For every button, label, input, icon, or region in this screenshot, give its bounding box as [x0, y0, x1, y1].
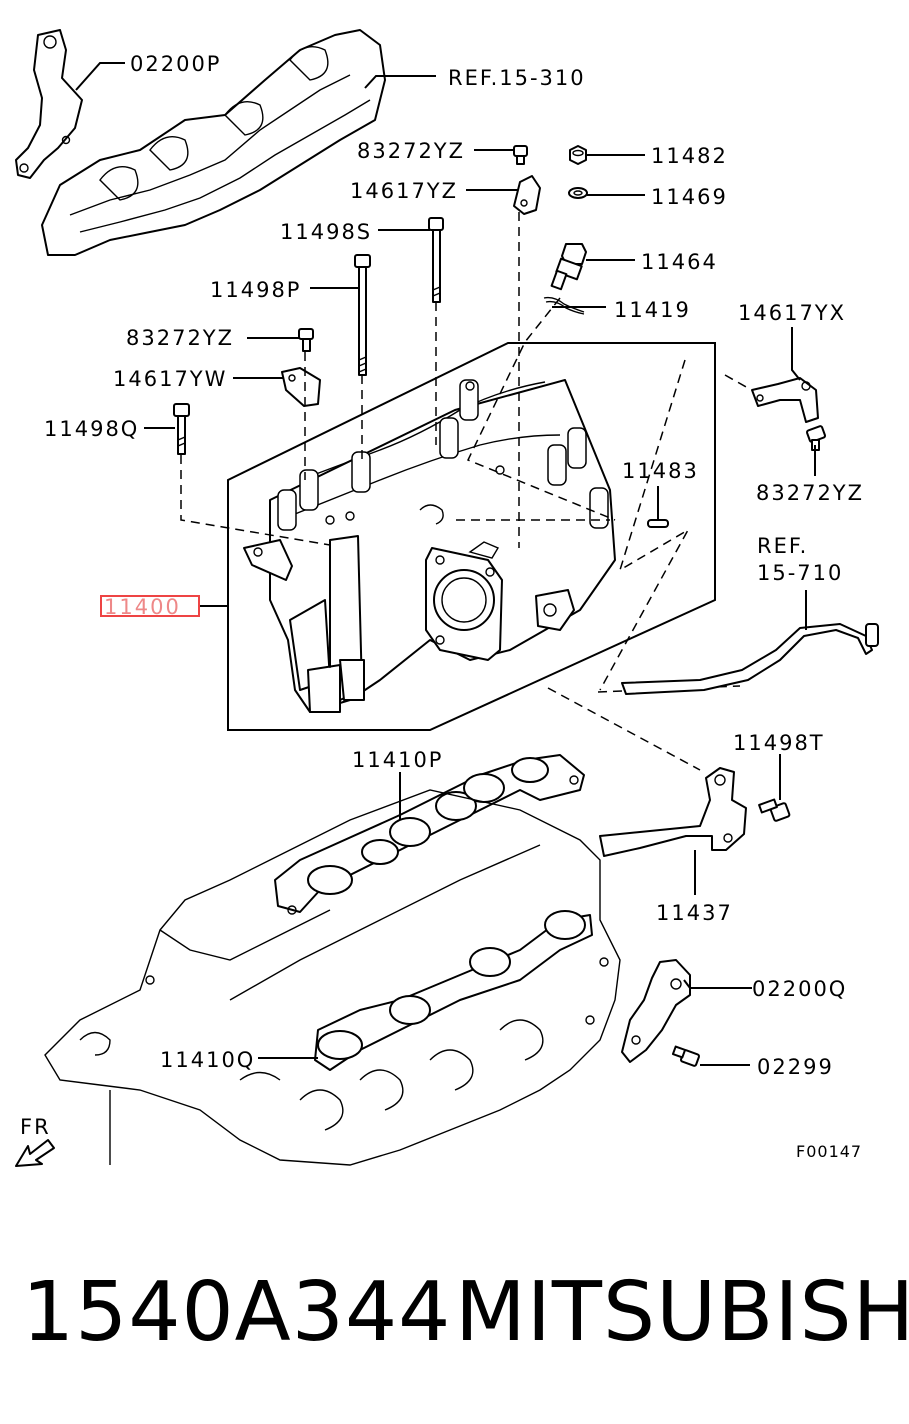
- callout-83272yz-right: 83272YZ: [756, 481, 864, 505]
- callout-11498s: 11498S: [280, 220, 372, 244]
- callout-11437: 11437: [656, 901, 733, 925]
- intake-manifold-11400: [243, 379, 616, 713]
- callout-11482: 11482: [651, 144, 728, 168]
- sensor-11464: [550, 243, 587, 291]
- callout-ref-15-710-a: REF.: [757, 534, 808, 558]
- bolt-83272yz-top: [513, 145, 528, 165]
- callout-02200p: 02200P: [130, 52, 221, 76]
- callout-83272yz-top: 83272YZ: [357, 139, 465, 163]
- bracket-14617yx: [751, 377, 819, 423]
- callout-11483: 11483: [622, 459, 699, 483]
- callout-14617yx: 14617YX: [738, 301, 846, 325]
- bracket-11437: [599, 767, 747, 857]
- fr-label: FR: [20, 1115, 51, 1139]
- bolt-11498t: [758, 798, 791, 822]
- bolt-02299: [671, 1045, 701, 1067]
- callout-11498p: 11498P: [210, 278, 301, 302]
- callout-11400-highlight[interactable]: 11400: [100, 595, 200, 619]
- pin-11483: [647, 519, 669, 528]
- gasket-11410q: [314, 910, 593, 1071]
- callout-11410q: 11410Q: [160, 1048, 255, 1072]
- bracket-14617yw: [281, 367, 321, 407]
- part-number: 1540A344: [22, 1265, 451, 1360]
- bracket-14617yz: [513, 175, 541, 215]
- callout-11464: 11464: [641, 250, 718, 274]
- hose-ref-15-710: [621, 590, 879, 695]
- bolt-11498s: [428, 217, 444, 303]
- callout-14617yw: 14617YW: [113, 367, 227, 391]
- front-direction-arrow: [15, 1139, 55, 1167]
- gasket-11410p: [274, 754, 585, 915]
- washer-11469: [568, 187, 588, 199]
- callout-11498t: 11498T: [733, 731, 825, 755]
- callout-83272yz-mid: 83272YZ: [126, 326, 234, 350]
- callout-11419: 11419: [614, 298, 691, 322]
- callout-ref-15-310: REF.15-310: [448, 66, 586, 90]
- callout-11410p: 11410P: [352, 748, 443, 772]
- brand-name: MITSUBISHI: [455, 1265, 909, 1360]
- callout-02200q: 02200Q: [752, 977, 847, 1001]
- bracket-02200p: [15, 29, 83, 179]
- nut-11482: [569, 145, 587, 165]
- bracket-02200q: [621, 959, 691, 1063]
- leader-lines: [75, 62, 816, 1066]
- bolt-83272yz-mid: [298, 328, 314, 352]
- exhaust-manifold-heat-shield: [41, 29, 386, 256]
- cylinder-head-block: [44, 789, 621, 1166]
- bolt-11498p: [354, 254, 371, 376]
- bolt-11498q: [173, 403, 190, 455]
- figure-code: F00147: [796, 1142, 862, 1161]
- callout-11400: 11400: [104, 595, 181, 619]
- intake-manifold-frame: [227, 342, 716, 731]
- callout-11469: 11469: [651, 185, 728, 209]
- callout-ref-15-710-b: 15-710: [757, 561, 843, 585]
- callout-14617yz: 14617YZ: [350, 179, 458, 203]
- dashed-leaders: [180, 212, 749, 771]
- callout-11498q: 11498Q: [44, 417, 139, 441]
- callout-02299: 02299: [757, 1055, 834, 1079]
